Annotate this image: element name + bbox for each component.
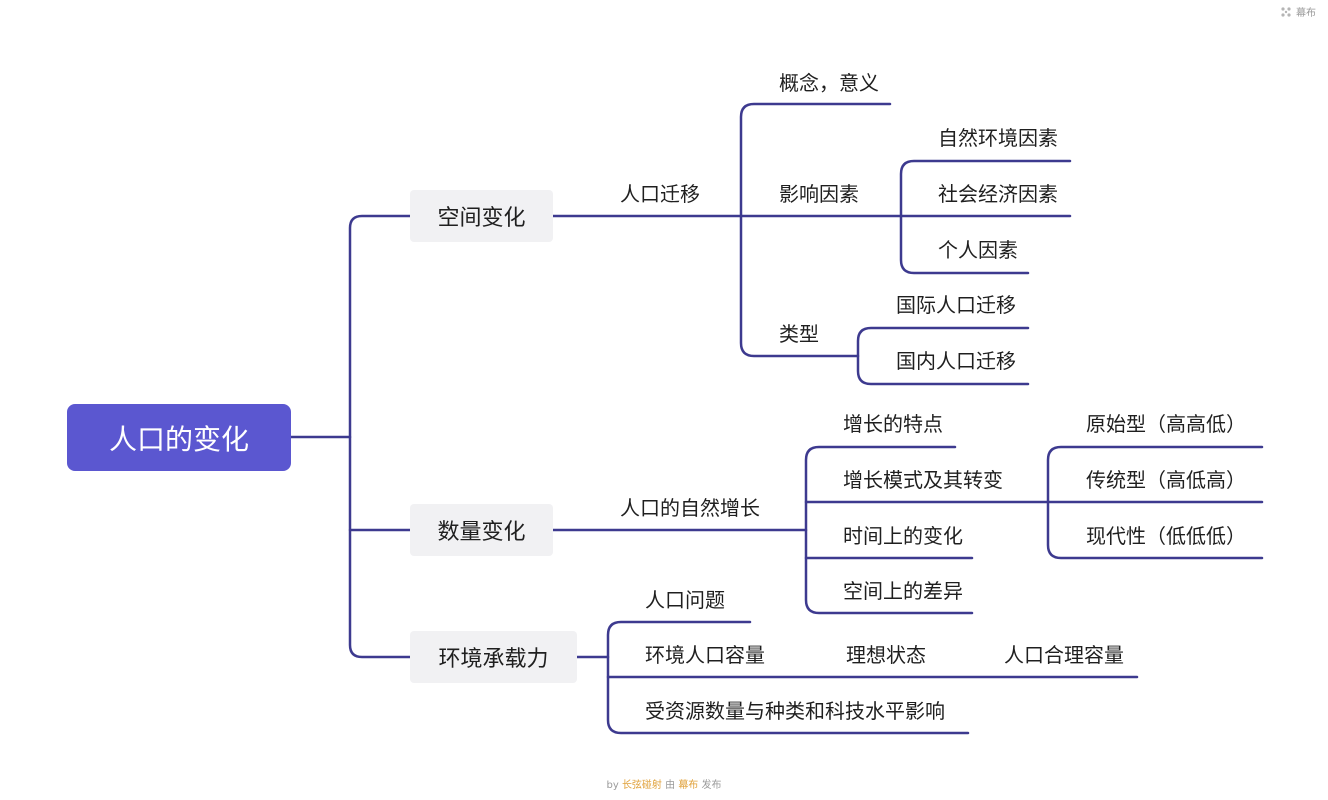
edge-root-branches (348, 214, 412, 659)
footer-by: by (606, 780, 619, 791)
footer-mid: 由 (665, 780, 676, 791)
edge-models-vert (1046, 445, 1264, 560)
node-factor-natural[interactable]: 自然环境因素 (938, 126, 1058, 150)
watermark-text: 幕布 (1296, 8, 1316, 19)
node-natural-growth[interactable]: 人口的自然增长 (620, 496, 760, 520)
watermark-badge: 幕布 (1280, 4, 1316, 19)
mubu-logo-icon (1281, 6, 1291, 17)
edge-types-vert (856, 326, 1030, 386)
node-env-capacity[interactable]: 环境人口容量 (645, 643, 765, 667)
footer-post: 发布 (701, 780, 722, 791)
node-model-modern[interactable]: 现代性（低低低） (1086, 524, 1246, 548)
node-factors[interactable]: 影响因素 (779, 182, 859, 206)
node-migration[interactable]: 人口迁移 (620, 182, 700, 206)
edge-factors-vert (899, 159, 1072, 275)
edge-space-vert (739, 102, 892, 358)
node-resources[interactable]: 受资源数量与种类和科技水平影响 (645, 699, 945, 723)
node-types[interactable]: 类型 (779, 322, 819, 346)
footer-author[interactable]: 长弦碰射 (621, 780, 662, 791)
node-type-international[interactable]: 国际人口迁移 (896, 293, 1016, 317)
node-ideal-state[interactable]: 理想状态 (846, 643, 926, 667)
branch-capacity[interactable]: 环境承载力 (410, 631, 577, 683)
branch-space[interactable]: 空间变化 (410, 190, 553, 242)
node-model-traditional[interactable]: 传统型（高低高） (1086, 468, 1246, 492)
node-concept[interactable]: 概念，意义 (779, 71, 879, 95)
footer-brand[interactable]: 幕布 (678, 780, 699, 791)
node-factor-personal[interactable]: 个人因素 (938, 238, 1018, 262)
node-factor-social[interactable]: 社会经济因素 (938, 182, 1058, 206)
node-space-diff[interactable]: 空间上的差异 (843, 579, 963, 603)
node-time-change[interactable]: 时间上的变化 (843, 524, 963, 548)
footer-credit: by 长弦碰射 由 幕布 发布 (0, 776, 1328, 791)
node-population-problem[interactable]: 人口问题 (645, 588, 725, 612)
node-growth-features[interactable]: 增长的特点 (843, 412, 943, 436)
node-type-domestic[interactable]: 国内人口迁移 (896, 349, 1016, 373)
node-reasonable-capacity[interactable]: 人口合理容量 (1004, 643, 1124, 667)
branch-quantity[interactable]: 数量变化 (410, 504, 553, 556)
edge-quantity-vert (804, 445, 974, 615)
node-model-primitive[interactable]: 原始型（高高低） (1086, 412, 1246, 436)
root-node[interactable]: 人口的变化 (67, 404, 291, 471)
node-growth-models[interactable]: 增长模式及其转变 (843, 468, 1003, 492)
